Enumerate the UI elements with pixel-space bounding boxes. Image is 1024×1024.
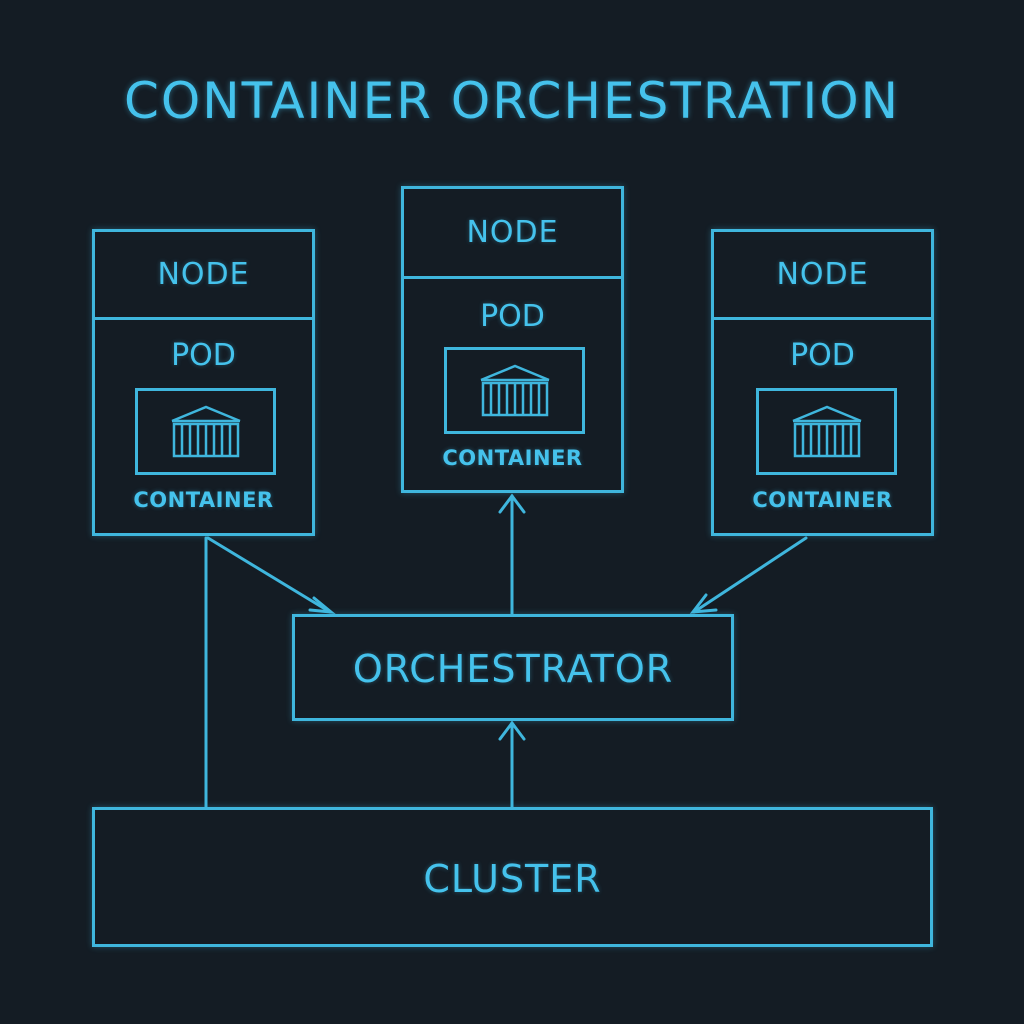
- container-box: [135, 388, 276, 475]
- node-box-center: NODE POD CONTAINER: [401, 186, 624, 493]
- container-label: CONTAINER: [752, 488, 893, 512]
- connector-left-node-to-orchestrator: [206, 536, 332, 614]
- node-box-right: NODE POD CONTAINER: [711, 229, 934, 536]
- connector-right-node-to-orchestrator: [692, 536, 808, 614]
- orchestrator-label: ORCHESTRATOR: [352, 647, 674, 691]
- node-label: NODE: [466, 215, 559, 250]
- container-icon: [480, 364, 549, 417]
- container-icon: [171, 405, 240, 458]
- cluster-box: CLUSTER: [92, 807, 933, 947]
- container-label: CONTAINER: [442, 446, 583, 470]
- arrowhead-orchestrator-up: [498, 720, 526, 741]
- container-icon: [792, 405, 861, 458]
- pod-label: POD: [480, 299, 545, 334]
- orchestrator-box: ORCHESTRATOR: [292, 614, 734, 721]
- cluster-label: CLUSTER: [423, 857, 602, 901]
- node-box-left: NODE POD CONTAINER: [92, 229, 315, 536]
- arrowhead-center-up: [498, 493, 526, 514]
- arrowhead-left: [308, 596, 336, 614]
- container-box: [444, 347, 585, 434]
- node-header: NODE: [714, 232, 931, 320]
- pod-label: POD: [171, 338, 236, 373]
- diagram-title: CONTAINER ORCHESTRATION: [124, 72, 900, 130]
- node-header: NODE: [95, 232, 312, 320]
- container-box: [756, 388, 897, 475]
- node-header: NODE: [404, 189, 621, 279]
- pod-label: POD: [790, 338, 855, 373]
- node-label: NODE: [157, 257, 250, 292]
- container-label: CONTAINER: [133, 488, 274, 512]
- node-label: NODE: [776, 257, 869, 292]
- arrowhead-right: [689, 593, 718, 614]
